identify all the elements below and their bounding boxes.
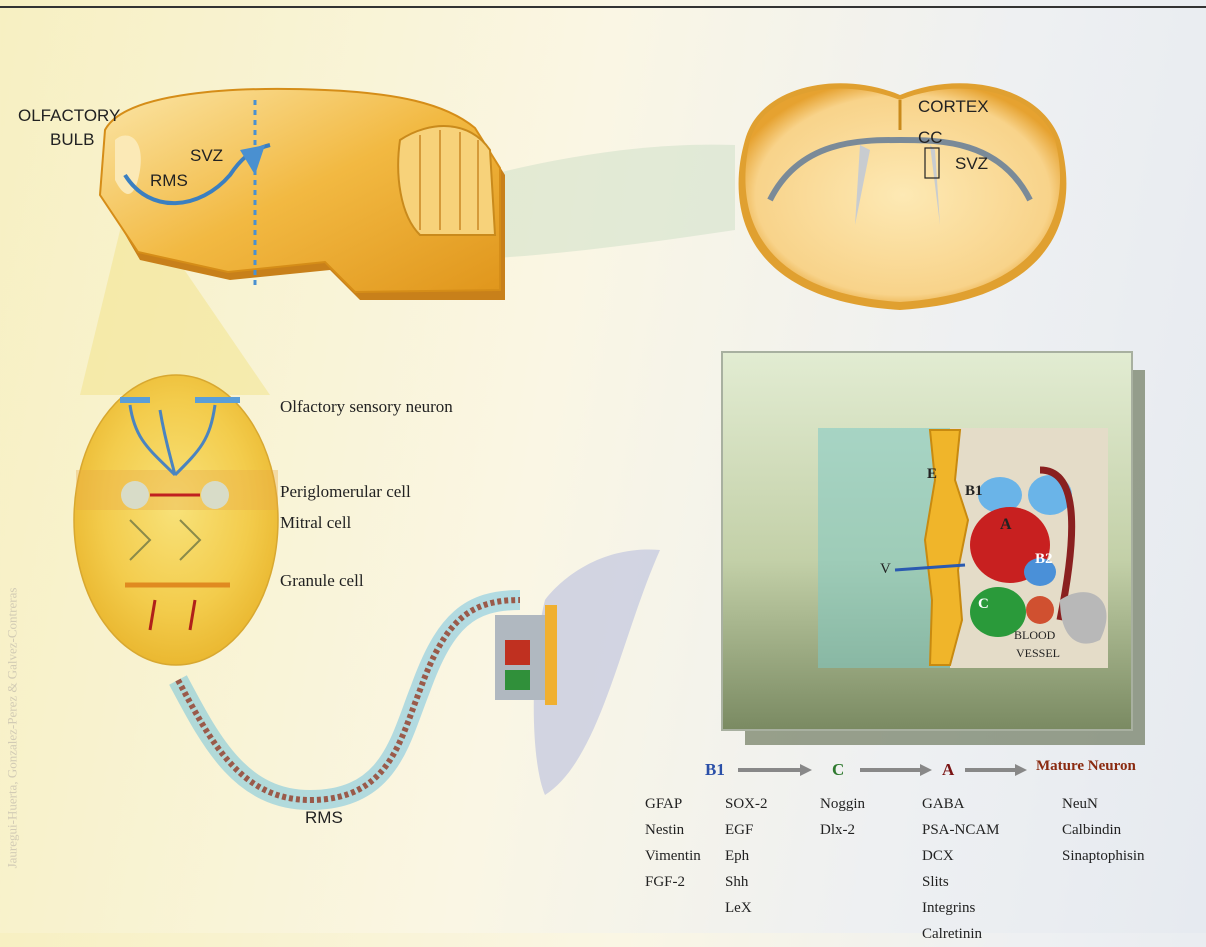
marker: Noggin xyxy=(820,791,865,817)
marker: Slits xyxy=(922,869,1000,895)
marker: Nestin xyxy=(645,817,701,843)
marker: EGF xyxy=(725,817,768,843)
mitral-label: Mitral cell xyxy=(280,513,351,533)
cc-label: CC xyxy=(918,128,943,148)
niche-b1-label: B1 xyxy=(965,483,983,500)
coronal-section xyxy=(739,83,1067,310)
markers-b1-col2: SOX-2 EGF Eph Shh LeX xyxy=(725,791,768,921)
marker: Sinaptophisin xyxy=(1062,843,1145,869)
niche-b2-label: B2 xyxy=(1035,551,1053,568)
niche-a-label: A xyxy=(1000,516,1012,534)
watermark: Jauregui-Huerta, Gonzalez-Perez & Galvez… xyxy=(4,588,20,869)
marker: Eph xyxy=(725,843,768,869)
lineage-c: C xyxy=(832,760,844,780)
olfactory-label-line2: BULB xyxy=(50,130,94,150)
niche-v-label: V xyxy=(880,561,891,578)
svz-label: SVZ xyxy=(190,146,223,166)
marker: Shh xyxy=(725,869,768,895)
marker: SOX-2 xyxy=(725,791,768,817)
markers-mature: NeuN Calbindin Sinaptophisin xyxy=(1062,791,1145,869)
lineage-mature: Mature Neuron xyxy=(1036,758,1136,775)
markers-b1-col1: GFAP Nestin Vimentin FGF-2 xyxy=(645,791,701,895)
marker: Vimentin xyxy=(645,843,701,869)
marker: Dlx-2 xyxy=(820,817,865,843)
marker: Integrins xyxy=(922,895,1000,921)
lineage-a: A xyxy=(942,760,954,780)
bulb-ellipse xyxy=(74,375,278,665)
lineage-b1: B1 xyxy=(705,760,725,780)
periglomerular-label: Periglomerular cell xyxy=(280,482,411,502)
cortex-label: CORTEX xyxy=(918,97,989,117)
olfactory-label-line1: OLFACTORY xyxy=(18,106,120,126)
marker: LeX xyxy=(725,895,768,921)
markers-c: Noggin Dlx-2 xyxy=(820,791,865,843)
marker: PSA-NCAM xyxy=(922,817,1000,843)
marker: GFAP xyxy=(645,791,701,817)
marker: DCX xyxy=(922,843,1000,869)
rms-stream-label: RMS xyxy=(305,808,343,828)
coronal-svz-label: SVZ xyxy=(955,154,988,174)
marker: GABA xyxy=(922,791,1000,817)
niche-panel xyxy=(722,352,1145,745)
rms-label: RMS xyxy=(150,171,188,191)
sensory-neuron-label: Olfactory sensory neuron xyxy=(280,397,453,417)
niche-e-label: E xyxy=(927,466,937,483)
marker: FGF-2 xyxy=(645,869,701,895)
marker: Calbindin xyxy=(1062,817,1145,843)
niche-c-label: C xyxy=(978,596,989,613)
granule-label: Granule cell xyxy=(280,571,364,591)
marker: NeuN xyxy=(1062,791,1145,817)
marker: Calretinin xyxy=(922,921,1000,947)
lineage-arrows xyxy=(738,764,1027,776)
markers-a: GABA PSA-NCAM DCX Slits Integrins Calret… xyxy=(922,791,1000,947)
blood-label: BLOOD xyxy=(1014,628,1055,643)
vessel-label: VESSEL xyxy=(1016,646,1060,661)
